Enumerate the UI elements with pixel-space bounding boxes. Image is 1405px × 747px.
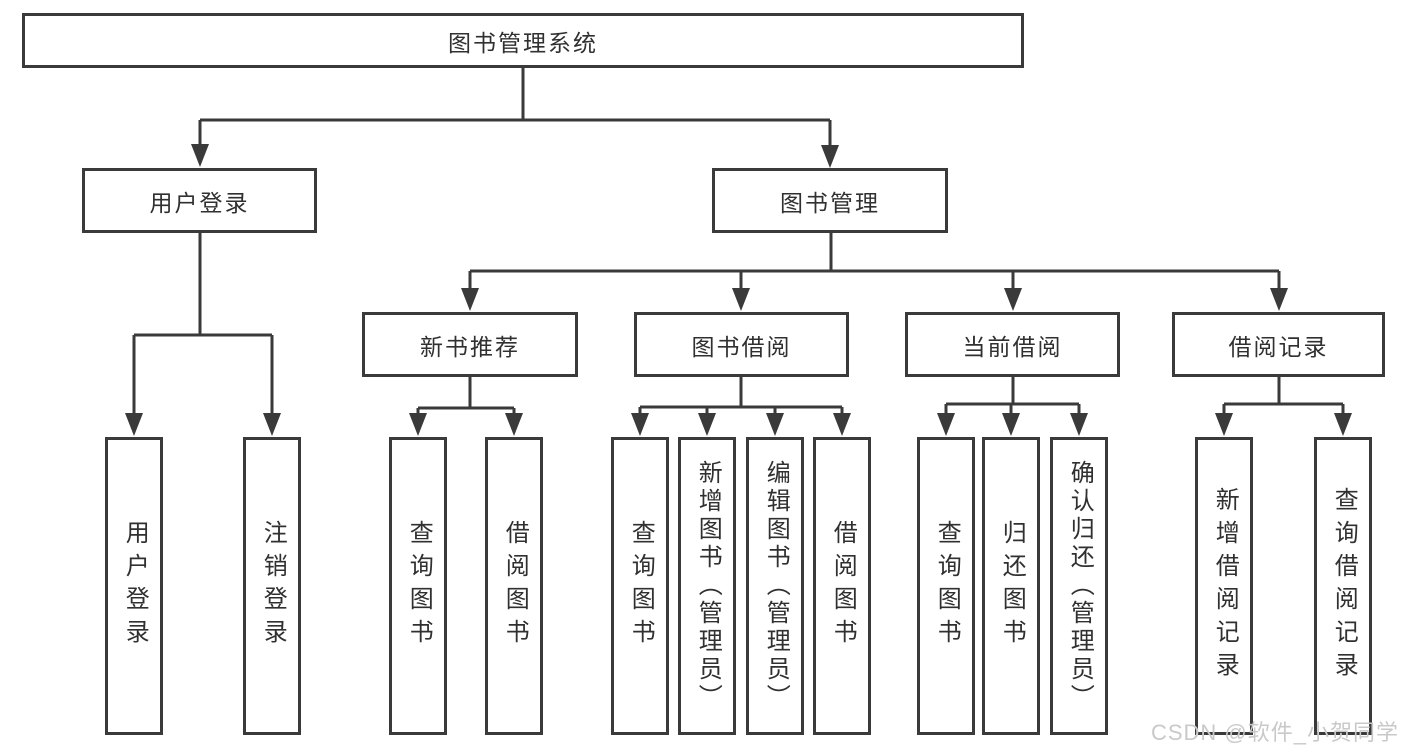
leaf-logout-label: 注销登录 bbox=[259, 520, 287, 652]
arrowhead bbox=[1004, 288, 1022, 311]
arrowhead bbox=[698, 413, 716, 436]
node-current-borrowing-label: 当前借阅 bbox=[962, 333, 1063, 360]
leaf-borrow-books-recommend-label: 借阅图书 bbox=[501, 520, 529, 652]
arrowhead bbox=[1215, 413, 1233, 436]
arrowhead bbox=[833, 413, 851, 436]
arrowhead bbox=[631, 413, 649, 436]
leaf-borrow-books-borrowing: 借阅图书 bbox=[813, 437, 871, 735]
node-new-book-recommendation: 新书推荐 bbox=[362, 312, 578, 377]
leaf-return-books: 归还图书 bbox=[982, 437, 1040, 735]
leaf-logout: 注销登录 bbox=[243, 437, 301, 735]
leaf-query-books-borrowing: 查询图书 bbox=[611, 437, 669, 735]
node-root: 图书管理系统 bbox=[22, 13, 1024, 68]
leaf-query-borrow-record-label: 查询借阅记录 bbox=[1330, 487, 1358, 685]
edge-root-to-level2 bbox=[198, 68, 832, 146]
leaf-add-book-admin-label: 新增图书（管理员） bbox=[694, 460, 722, 712]
leaf-add-borrow-record-label: 新增借阅记录 bbox=[1211, 487, 1239, 685]
arrowhead bbox=[505, 413, 523, 436]
leaf-add-borrow-record: 新增借阅记录 bbox=[1195, 437, 1253, 735]
node-user-login: 用户登录 bbox=[82, 168, 317, 233]
arrowhead bbox=[409, 413, 427, 436]
node-book-borrowing-label: 图书借阅 bbox=[691, 333, 792, 360]
leaf-query-books-recommend: 查询图书 bbox=[389, 437, 447, 735]
node-borrowing-records-label: 借阅记录 bbox=[1228, 333, 1329, 360]
leaf-add-book-admin: 新增图书（管理员） bbox=[678, 437, 736, 735]
leaf-query-books-current: 查询图书 bbox=[917, 437, 975, 735]
node-new-book-recommendation-label: 新书推荐 bbox=[420, 333, 520, 360]
edge-user-login-to-leaves bbox=[132, 233, 274, 415]
arrowhead bbox=[937, 413, 955, 436]
edge-book-management-to-level3 bbox=[468, 233, 1281, 290]
arrowhead bbox=[821, 145, 839, 168]
arrowhead bbox=[1070, 413, 1088, 436]
leaf-borrow-books-recommend: 借阅图书 bbox=[485, 437, 543, 735]
arrowhead bbox=[1334, 413, 1352, 436]
node-root-label: 图书管理系统 bbox=[448, 29, 598, 56]
leaf-edit-book-admin-label: 编辑图书（管理员） bbox=[762, 460, 790, 712]
leaf-user-login: 用户登录 bbox=[105, 437, 163, 735]
leaf-query-borrow-record: 查询借阅记录 bbox=[1314, 437, 1372, 735]
leaf-user-login-label: 用户登录 bbox=[121, 520, 149, 652]
arrowhead bbox=[461, 288, 479, 311]
leaf-borrow-books-borrowing-label: 借阅图书 bbox=[829, 520, 857, 652]
leaf-return-books-label: 归还图书 bbox=[998, 520, 1026, 652]
node-current-borrowing: 当前借阅 bbox=[905, 312, 1120, 377]
arrowhead bbox=[766, 413, 784, 436]
arrowhead bbox=[263, 413, 281, 436]
node-user-login-label: 用户登录 bbox=[149, 189, 250, 216]
leaf-confirm-return-admin-label: 确认归还（管理员） bbox=[1066, 460, 1094, 712]
edge-book-borrowing-to-leaves bbox=[638, 377, 844, 415]
node-book-management-label: 图书管理 bbox=[780, 189, 880, 216]
leaf-query-books-current-label: 查询图书 bbox=[933, 520, 961, 652]
arrowhead bbox=[732, 288, 750, 311]
edge-borrowing-records-to-leaves bbox=[1222, 377, 1345, 415]
edge-current-borrowing-to-leaves bbox=[944, 377, 1081, 415]
node-borrowing-records: 借阅记录 bbox=[1172, 312, 1385, 377]
node-book-borrowing: 图书借阅 bbox=[634, 312, 849, 377]
node-book-management: 图书管理 bbox=[712, 168, 948, 233]
leaf-confirm-return-admin: 确认归还（管理员） bbox=[1050, 437, 1108, 735]
edge-new-book-to-leaves bbox=[416, 377, 516, 415]
leaf-edit-book-admin: 编辑图书（管理员） bbox=[746, 437, 804, 735]
arrowhead bbox=[191, 144, 209, 167]
arrowhead bbox=[1002, 413, 1020, 436]
arrowhead bbox=[1270, 288, 1288, 311]
leaf-query-books-recommend-label: 查询图书 bbox=[405, 520, 433, 652]
arrowhead bbox=[125, 413, 143, 436]
leaf-query-books-borrowing-label: 查询图书 bbox=[627, 520, 655, 652]
watermark: CSDN @软件_小贺同学 bbox=[1150, 720, 1399, 745]
